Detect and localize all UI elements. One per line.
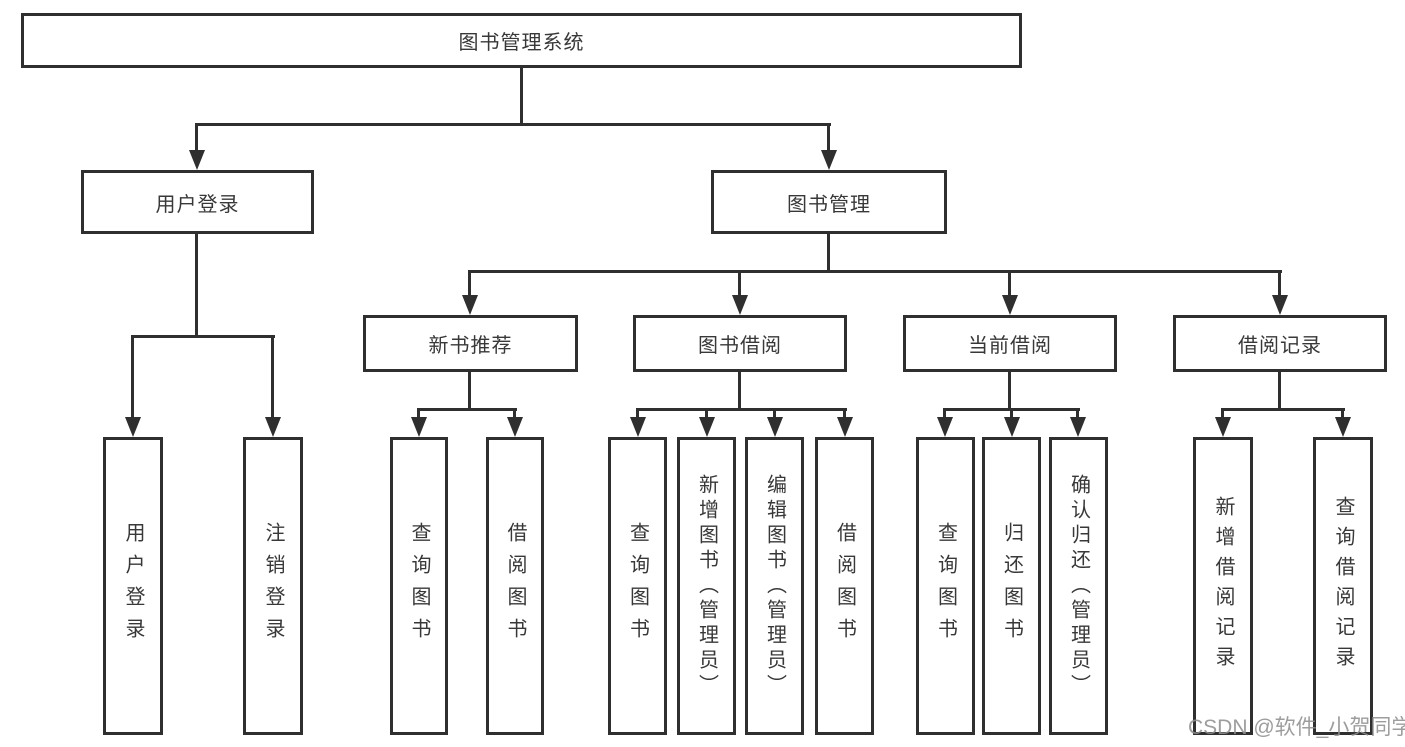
- connector-line: [773, 408, 776, 419]
- connector-line: [738, 372, 741, 408]
- leaf-nb-query-books-label: 查询图书: [408, 522, 430, 650]
- leaf-cb-query-books: 查询图书: [916, 437, 975, 735]
- connector-line: [1008, 372, 1011, 408]
- node-book-mgmt: 图书管理: [711, 170, 947, 234]
- node-new-books: 新书推荐: [363, 315, 578, 372]
- node-user-login: 用户登录: [81, 170, 314, 234]
- connector-line: [1221, 408, 1345, 411]
- arrow-head: [507, 417, 523, 437]
- node-root: 图书管理系统: [21, 13, 1022, 68]
- leaf-bb-add-books-label: 新增图书（管理员）: [695, 473, 718, 699]
- leaf-bb-edit-books: 编辑图书（管理员）: [745, 437, 804, 735]
- arrow-head: [699, 417, 715, 437]
- leaf-bb-borrow-books-label: 借阅图书: [833, 522, 856, 650]
- leaf-bb-edit-books-label: 编辑图书（管理员）: [763, 473, 786, 699]
- node-current-borrow: 当前借阅: [903, 315, 1117, 372]
- connector-line: [1076, 408, 1079, 419]
- connector-line: [468, 270, 471, 297]
- connector-line: [843, 408, 846, 419]
- arrow-head: [1070, 417, 1086, 437]
- connector-line: [195, 234, 198, 335]
- connector-line: [1278, 270, 1281, 297]
- arrow-head: [125, 417, 141, 437]
- leaf-logout-label: 注销登录: [262, 522, 284, 650]
- connector-line: [827, 234, 830, 270]
- connector-line: [417, 408, 517, 411]
- leaf-bb-add-books: 新增图书（管理员）: [677, 437, 736, 735]
- leaf-user-login-label: 用户登录: [122, 522, 144, 650]
- connector-line: [468, 372, 471, 408]
- node-book-borrow: 图书借阅: [633, 315, 847, 372]
- arrow-head: [837, 417, 853, 437]
- connector-line: [1341, 408, 1344, 419]
- node-current-borrow-label: 当前借阅: [968, 335, 1052, 357]
- arrow-head: [462, 295, 478, 315]
- node-borrow-records: 借阅记录: [1173, 315, 1387, 372]
- connector-line: [195, 123, 198, 152]
- connector-line: [131, 335, 275, 338]
- arrow-head: [937, 417, 953, 437]
- connector-line: [513, 408, 516, 419]
- connector-line: [827, 123, 830, 152]
- connector-line: [1278, 372, 1281, 408]
- node-new-books-label: 新书推荐: [428, 335, 513, 357]
- leaf-cb-return-books-label: 归还图书: [1000, 522, 1023, 650]
- leaf-bb-borrow-books: 借阅图书: [815, 437, 874, 735]
- connector-line: [705, 408, 708, 419]
- arrow-head: [732, 295, 748, 315]
- leaf-nb-query-books: 查询图书: [390, 437, 448, 735]
- arrow-head: [1272, 295, 1288, 315]
- connector-line: [738, 270, 741, 297]
- leaf-br-add-record: 新增借阅记录: [1193, 437, 1253, 735]
- connector-line: [131, 335, 134, 419]
- csdn-watermark: CSDN @软件_小贺同学: [1188, 716, 1405, 739]
- leaf-br-query-record-label: 查询借阅记录: [1332, 496, 1354, 676]
- arrow-head: [1002, 295, 1018, 315]
- node-borrow-records-label: 借阅记录: [1238, 335, 1322, 357]
- connector-line: [468, 270, 1282, 273]
- arrow-head: [411, 417, 427, 437]
- connector-line: [195, 123, 831, 126]
- connector-line: [1008, 270, 1011, 297]
- leaf-cb-query-books-label: 查询图书: [934, 522, 957, 650]
- node-user-login-label: 用户登录: [155, 193, 240, 216]
- node-book-borrow-label: 图书借阅: [698, 335, 782, 357]
- arrow-head: [630, 417, 646, 437]
- leaf-user-login: 用户登录: [103, 437, 163, 735]
- leaf-cb-confirm-return: 确认归还（管理员）: [1049, 437, 1108, 735]
- leaf-bb-query-books: 查询图书: [608, 437, 667, 735]
- connector-line: [1010, 408, 1013, 419]
- connector-line: [943, 408, 946, 419]
- arrow-head: [189, 150, 205, 170]
- connector-line: [636, 408, 847, 411]
- leaf-logout: 注销登录: [243, 437, 303, 735]
- arrow-head: [1004, 417, 1020, 437]
- leaf-bb-query-books-label: 查询图书: [626, 522, 649, 650]
- node-root-label: 图书管理系统: [458, 32, 585, 54]
- node-book-mgmt-label: 图书管理: [787, 193, 871, 216]
- leaf-br-query-record: 查询借阅记录: [1313, 437, 1373, 735]
- arrow-head: [821, 150, 837, 170]
- leaf-cb-confirm-return-label: 确认归还（管理员）: [1067, 473, 1090, 699]
- connector-line: [271, 335, 274, 419]
- connector-line: [636, 408, 639, 419]
- connector-line: [417, 408, 420, 419]
- arrow-head: [767, 417, 783, 437]
- connector-line: [1221, 408, 1224, 419]
- leaf-br-add-record-label: 新增借阅记录: [1212, 496, 1234, 676]
- leaf-nb-borrow-books: 借阅图书: [486, 437, 544, 735]
- connector-line: [520, 68, 523, 123]
- arrow-head: [265, 417, 281, 437]
- arrow-head: [1215, 417, 1231, 437]
- arrow-head: [1335, 417, 1351, 437]
- leaf-cb-return-books: 归还图书: [982, 437, 1041, 735]
- leaf-nb-borrow-books-label: 借阅图书: [504, 522, 526, 650]
